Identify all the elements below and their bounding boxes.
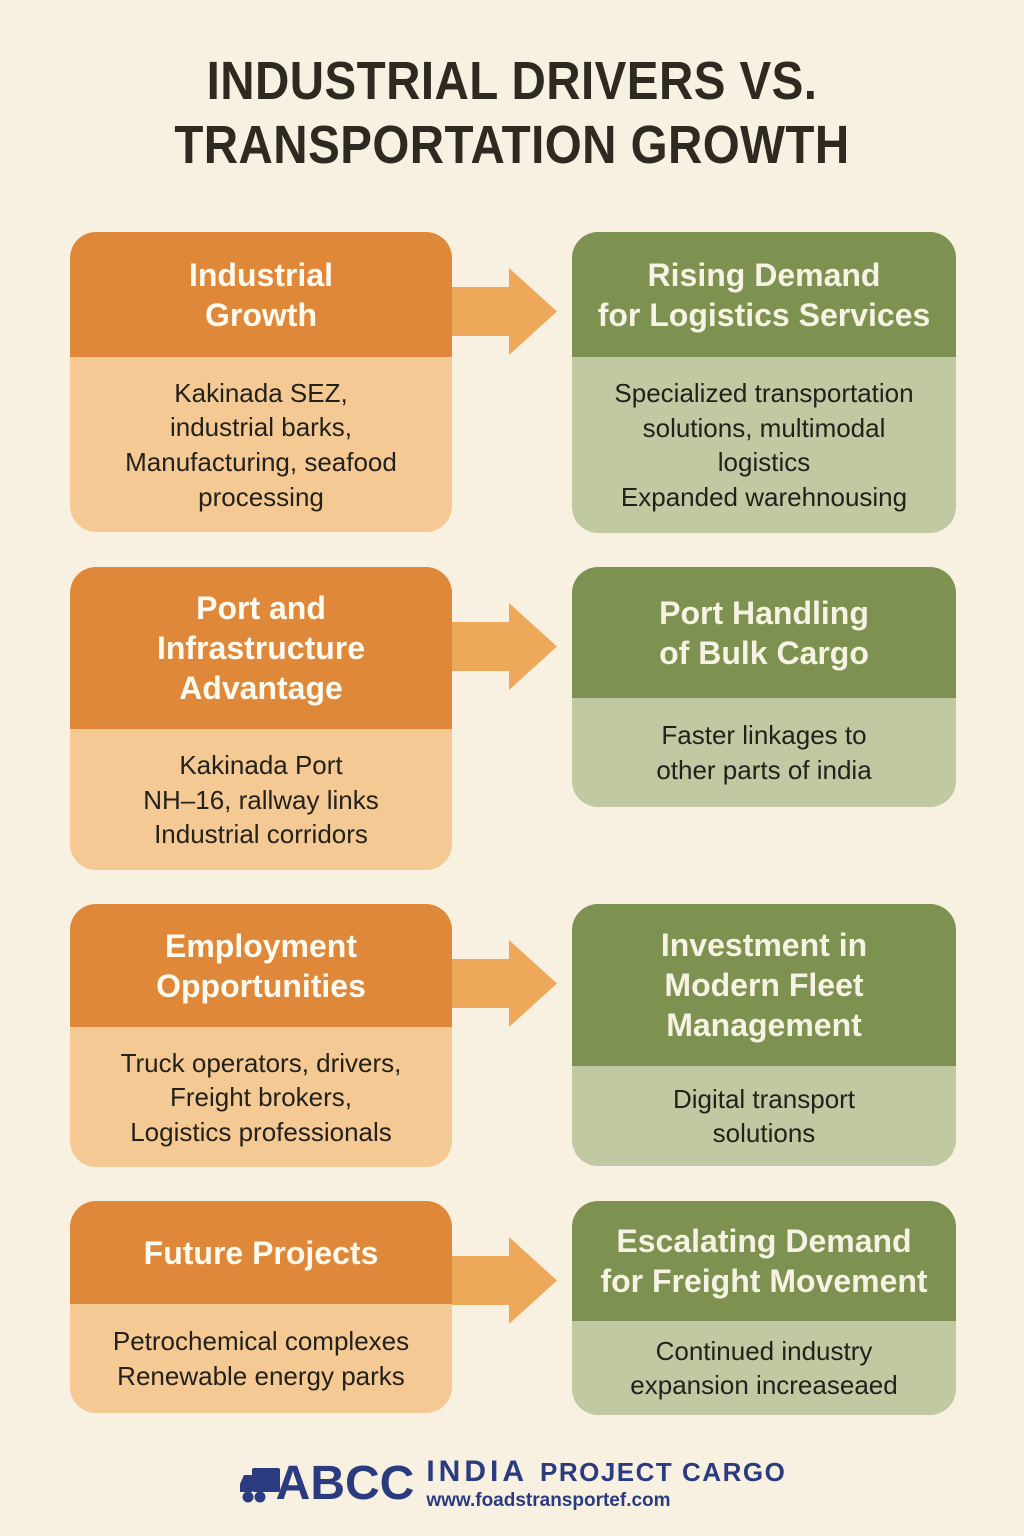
card-employment-opportunities: Employment Opportunities Truck operators… xyxy=(70,904,452,1168)
card-body: Faster linkages to other parts of india xyxy=(572,698,956,808)
card-body: Kakinada Port NH–16, rallway links Indus… xyxy=(70,729,452,871)
flow-row-port-infrastructure: Port and Infrastructure Advantage Kakina… xyxy=(70,567,956,871)
card-port-handling-bulk-cargo: Port Handling of Bulk Cargo Faster linka… xyxy=(572,567,956,808)
flow-arrow xyxy=(452,232,572,356)
brand-project-cargo: PROJECT CARGO xyxy=(540,1457,787,1488)
footer-logo: ABCC INDIA PROJECT CARGO www.foadstransp… xyxy=(0,1455,1024,1512)
card-port-infrastructure: Port and Infrastructure Advantage Kakina… xyxy=(70,567,452,871)
card-body: Digital transport solutions xyxy=(572,1066,956,1167)
truck-icon xyxy=(239,1468,280,1503)
card-body: Kakinada SEZ, industrial barks, Manufact… xyxy=(70,357,452,533)
card-header: Escalating Demand for Freight Movement xyxy=(572,1201,956,1322)
card-header: Rising Demand for Logistics Services xyxy=(572,232,956,358)
logo-mark: ABCC xyxy=(238,1456,415,1511)
right-arrow-icon xyxy=(452,603,557,691)
flow-rows: Industrial Growth Kakinada SEZ, industri… xyxy=(0,232,1024,1416)
card-header: Future Projects xyxy=(70,1201,452,1305)
card-investment-fleet-management: Investment in Modern Fleet Management Di… xyxy=(572,904,956,1167)
logo-abcc-text: ABCC xyxy=(275,1457,415,1511)
flow-arrow xyxy=(452,567,572,691)
right-arrow-icon xyxy=(452,1237,557,1325)
card-header: Employment Opportunities xyxy=(70,904,452,1028)
flow-row-future-projects: Future Projects Petrochemical complexes … xyxy=(70,1201,956,1416)
card-header: Investment in Modern Fleet Management xyxy=(572,904,956,1067)
card-body: Petrochemical complexes Renewable energy… xyxy=(70,1304,452,1414)
brand-block: INDIA PROJECT CARGO www.foadstransportef… xyxy=(426,1455,786,1512)
flow-arrow xyxy=(452,1201,572,1325)
right-arrow-icon xyxy=(452,268,557,356)
page-title: INDUSTRIAL DRIVERS VS. TRANSPORTATION GR… xyxy=(174,51,850,175)
brand-url: www.foadstransportef.com xyxy=(426,1490,671,1512)
brand-word-india: INDIA xyxy=(426,1455,528,1489)
card-header: Port Handling of Bulk Cargo xyxy=(572,567,956,699)
card-escalating-freight-demand: Escalating Demand for Freight Movement C… xyxy=(572,1201,956,1416)
card-industrial-growth: Industrial Growth Kakinada SEZ, industri… xyxy=(70,232,452,533)
card-body: Specialized transportation solutions, mu… xyxy=(572,357,956,534)
flow-row-industrial-growth: Industrial Growth Kakinada SEZ, industri… xyxy=(70,232,956,534)
brand-line: INDIA PROJECT CARGO xyxy=(426,1455,786,1489)
card-header: Port and Infrastructure Advantage xyxy=(70,567,452,730)
card-body: Truck operators, drivers, Freight broker… xyxy=(70,1027,452,1168)
flow-arrow xyxy=(452,904,572,1028)
right-arrow-icon xyxy=(452,940,557,1028)
flow-row-employment: Employment Opportunities Truck operators… xyxy=(70,904,956,1168)
card-future-projects: Future Projects Petrochemical complexes … xyxy=(70,1201,452,1414)
card-rising-demand-logistics: Rising Demand for Logistics Services Spe… xyxy=(572,232,956,534)
card-header: Industrial Growth xyxy=(70,232,452,358)
card-body: Continued industry expansion increaseaed xyxy=(572,1321,956,1416)
